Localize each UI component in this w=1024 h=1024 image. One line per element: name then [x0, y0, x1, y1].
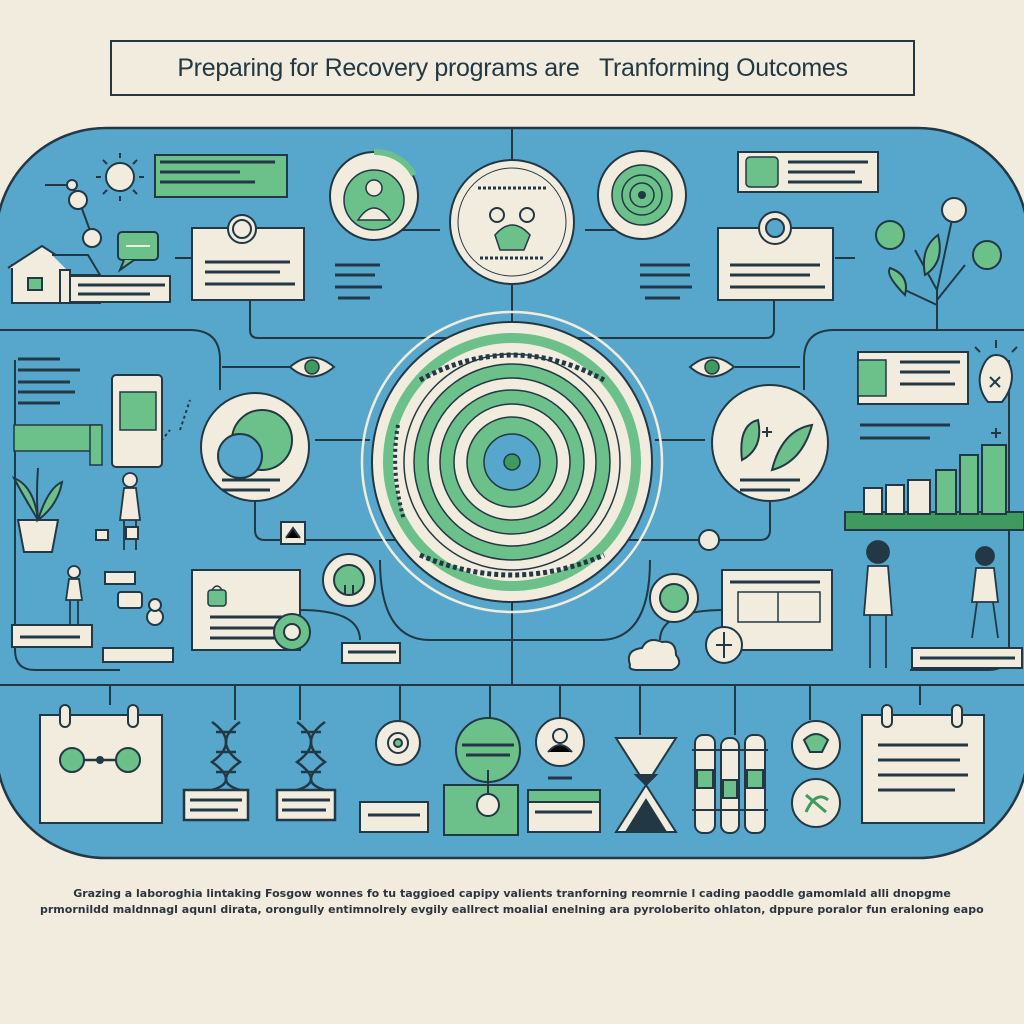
target-rings-icon — [360, 310, 664, 614]
page-title: Preparing for Recovery programs are Tran… — [177, 53, 848, 82]
plant-icon — [11, 467, 64, 553]
fingerprint-icon — [597, 150, 687, 240]
care-icons — [791, 720, 841, 828]
footer-line-1: Grazing a laboroghia lintaking Fosgow wo… — [73, 887, 951, 900]
card-accents — [13, 156, 887, 623]
test-tubes-icon — [692, 734, 768, 834]
small-circle-icons — [95, 211, 792, 664]
venn-icon — [200, 392, 310, 502]
leaves-icon — [711, 384, 829, 502]
card-text-lines — [18, 160, 1015, 660]
eye-icon — [288, 356, 736, 378]
face-mask-icon — [449, 159, 575, 285]
network-nodes — [45, 179, 102, 248]
footer-line-2: prmornildd maldnnagl aqunl dirata, orong… — [40, 903, 984, 916]
cloud-icon — [627, 639, 681, 671]
connector-lines — [0, 128, 1024, 735]
woman-figure-icon — [64, 472, 1000, 668]
dna-icon — [182, 720, 337, 822]
bar-chart-icon — [844, 428, 1024, 531]
sun-icon — [96, 153, 144, 201]
footer-caption: Grazing a laboroghia lintaking Fosgow wo… — [40, 886, 984, 918]
branch-plant-icon — [875, 197, 1002, 330]
calendar-icon — [39, 704, 985, 824]
person-badge-icon — [329, 148, 419, 241]
hourglass-icon — [614, 737, 678, 833]
title-box: Preparing for Recovery programs are Tran… — [110, 40, 915, 96]
chat-icon — [117, 231, 159, 273]
medicine-icon — [359, 717, 601, 836]
lightbulb-icon — [974, 340, 1018, 403]
